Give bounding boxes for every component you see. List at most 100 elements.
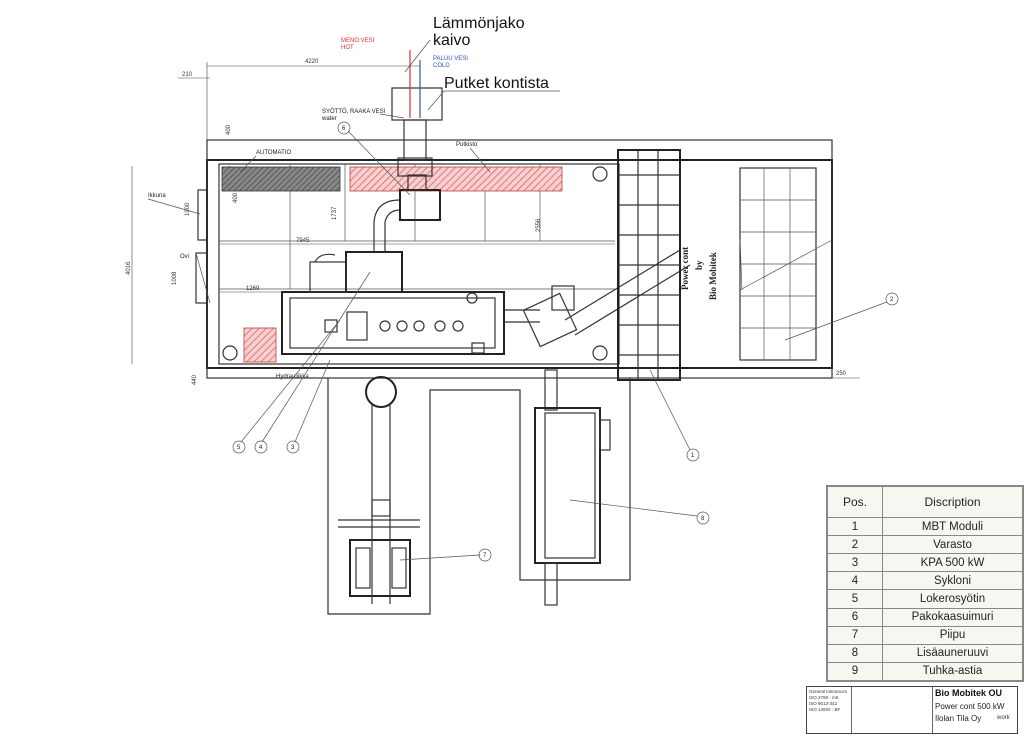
container-outline — [206, 139, 833, 379]
ikkuna-label: Ikkuna — [148, 193, 166, 199]
meno-vesi-label: MENO VESI — [341, 38, 375, 44]
lokerosyotin — [522, 249, 691, 348]
legend-desc: Lisäauneruuvi — [882, 643, 1023, 663]
dim-400b: 400 — [233, 192, 239, 203]
ovi-label: Ovi — [180, 254, 189, 260]
legend-pos: 2 — [827, 535, 883, 555]
balloon-7 — [478, 548, 492, 562]
dim-1269: 1269 — [246, 286, 260, 292]
legend-desc: Pakokaasuimuri — [882, 607, 1023, 627]
tolerance-standards: General tolerances ISO 2768 - mK ISO 901… — [809, 689, 849, 713]
dim-1737: 1737 — [332, 206, 338, 220]
legend-pos: 5 — [827, 589, 883, 609]
paluu-vesi-label: PALUU VESI — [433, 56, 468, 62]
cold-label: COLD — [433, 63, 450, 69]
dim-250: 250 — [836, 371, 847, 377]
balloon-4 — [254, 440, 268, 454]
sykloni — [309, 199, 403, 293]
dim-7945: 7945 — [296, 238, 310, 244]
legend-desc: KPA 500 kW — [882, 553, 1023, 573]
automatio-cabinet — [221, 166, 341, 192]
legend-pos: 7 — [827, 625, 883, 645]
legend-pos: 1 — [827, 516, 883, 537]
balloon-5-text: 5 — [237, 445, 241, 451]
water-label: water — [321, 116, 337, 122]
balloon-2 — [885, 292, 899, 306]
legend-header-pos: Pos. — [827, 486, 883, 518]
window-door: Ikkuna Ovi — [147, 189, 211, 304]
dim-1008: 1008 — [172, 271, 178, 285]
legend-pos: 4 — [827, 571, 883, 591]
title-block: General tolerances ISO 2768 - mK ISO 901… — [806, 686, 1018, 734]
putkisto-area — [349, 166, 563, 192]
balloon-5 — [232, 440, 246, 454]
legend-desc: Lokerosyötin — [882, 589, 1023, 609]
balloon-7-text: 7 — [483, 553, 487, 559]
putkisto-label: Putkisto — [456, 142, 478, 148]
legend-desc: MBT Moduli — [882, 516, 1023, 537]
legend-desc: Tuhka-astia — [882, 661, 1023, 682]
automatio-label: AUTOMATIO — [256, 150, 291, 156]
legend-header-desc: Discription — [882, 486, 1023, 518]
balloon-8-text: 8 — [701, 516, 705, 522]
dim-210: 210 — [182, 72, 193, 78]
legend-desc: Varasto — [882, 535, 1023, 555]
syotto-label: SYÖTTÖ, RAAKA VESI — [322, 108, 386, 115]
balloon-3 — [286, 440, 300, 454]
hot-label: HOT — [341, 45, 354, 51]
product-name: Power cont 500 kW — [935, 702, 1005, 711]
balloon-3-text: 3 — [291, 445, 295, 451]
heat-distribution-well — [391, 39, 443, 121]
title-block-cells — [851, 687, 933, 733]
balloon-2-text: 2 — [890, 297, 894, 303]
balloon-6-text: 6 — [342, 126, 346, 132]
dimensions: 210 4220 400 1000 4016 1008 440 7945 126… — [126, 59, 860, 385]
dim-4220: 4220 — [305, 59, 319, 65]
legend-pos: 9 — [827, 661, 883, 682]
putket-kontista-label: Putket kontista — [444, 75, 549, 92]
kpa-boiler — [281, 291, 540, 355]
dim-4016: 4016 — [126, 261, 132, 275]
hydrauliikka-area — [243, 327, 277, 363]
lammonjako-label: Lämmönjako — [433, 15, 525, 32]
balloon-8 — [696, 511, 710, 525]
legend-desc: Sykloni — [882, 571, 1023, 591]
balloon-1-text: 1 — [691, 453, 695, 459]
balloon-6 — [337, 121, 351, 135]
legend-pos: 6 — [827, 607, 883, 627]
hydrauliikka-label: Hydrauliikka — [276, 374, 309, 380]
lower-extension — [327, 369, 631, 615]
balloons: 1 2 3 4 5 6 7 8 — [232, 121, 899, 562]
std-line: ISO 2768 - mK — [809, 695, 839, 700]
legend-pos: 8 — [827, 643, 883, 663]
std-line: ISO 13920 - BF — [809, 707, 841, 712]
balloon-1 — [686, 448, 700, 462]
dim-1000: 1000 — [185, 202, 191, 216]
std-line: ISO 9013-342 — [809, 701, 838, 706]
balloon-4-text: 4 — [259, 445, 263, 451]
kaivo-label: kaivo — [433, 32, 470, 49]
std-line: General tolerances — [809, 689, 848, 694]
container-text-2: by — [694, 260, 704, 270]
dim-2556: 2556 — [536, 218, 542, 232]
legend-desc: Piipu — [882, 625, 1023, 645]
dim-440: 440 — [192, 374, 198, 385]
work-label: work — [997, 715, 1010, 721]
legend-pos: 3 — [827, 553, 883, 573]
container-text-3: Bio Mobitek — [708, 252, 718, 300]
dim-400: 400 — [226, 124, 232, 135]
container-text-1: Power cont — [680, 247, 690, 290]
company-name: Bio Mobitek OU — [935, 688, 1002, 698]
client-name: Ilolan Tila Oy — [935, 714, 982, 723]
